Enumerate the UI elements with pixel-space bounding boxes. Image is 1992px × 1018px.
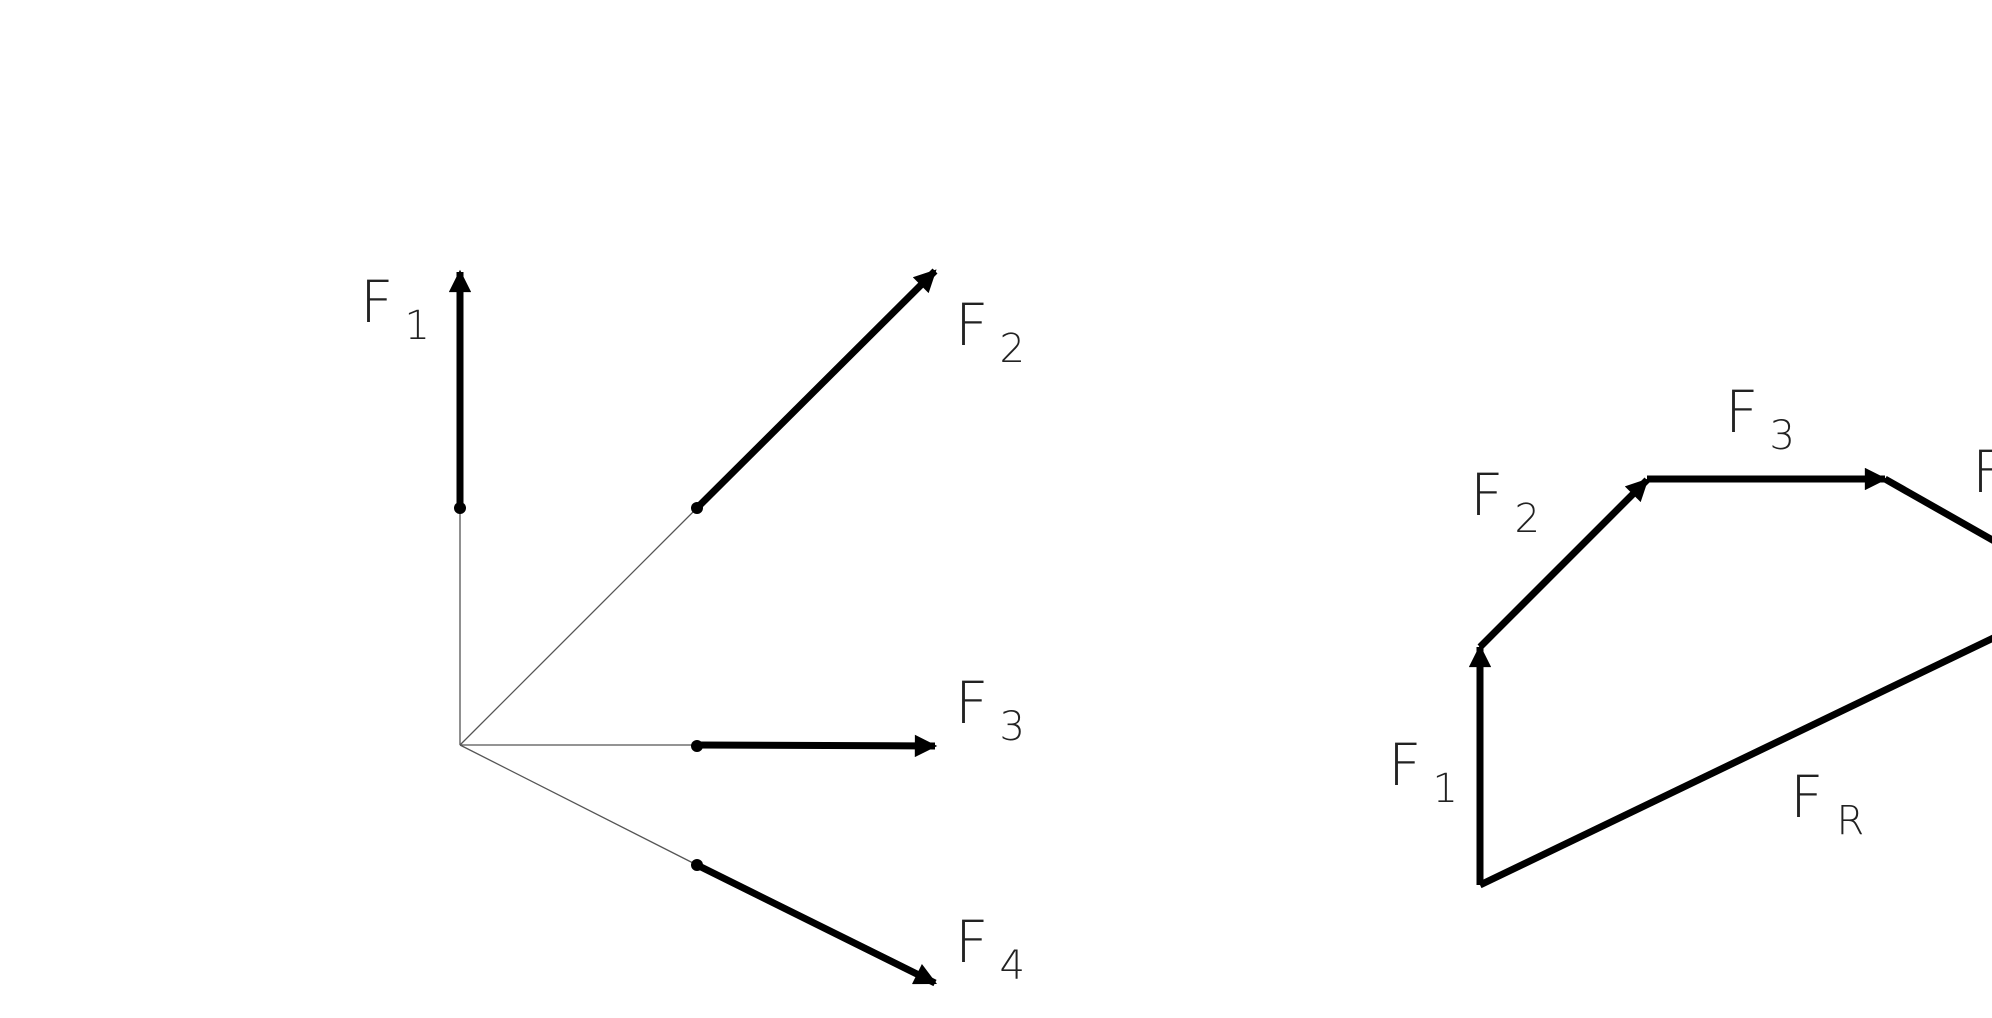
polygon-label-f1-sub: 1 xyxy=(1432,766,1457,812)
construction-lines xyxy=(459,507,698,866)
label-f2-sub: 2 xyxy=(999,326,1024,372)
polygon-label-f3: F 3 xyxy=(1725,378,1795,459)
polygon-label-f2-main: F xyxy=(1470,461,1503,529)
label-f3-main: F xyxy=(955,669,988,737)
construction-line-f4 xyxy=(459,744,698,866)
force-vectors xyxy=(448,268,938,987)
polygon-vector-f2 xyxy=(1477,477,1650,650)
polygon-label-f3-sub: 3 xyxy=(1769,413,1794,459)
polygon-label-f2-sub: 2 xyxy=(1514,496,1539,542)
resultant-vector xyxy=(1478,634,1992,889)
label-resultant-main: F xyxy=(1790,763,1823,831)
label-f2: F 2 xyxy=(955,291,1025,372)
polygon-label-f1: F 1 xyxy=(1388,731,1458,812)
label-resultant-sub: R xyxy=(1836,798,1864,844)
polygon-label-f2: F 2 xyxy=(1470,461,1540,542)
application-point-f4 xyxy=(691,859,703,871)
polygon-label-f1-main: F xyxy=(1388,731,1421,799)
application-point-f2 xyxy=(691,502,703,514)
force-vector-f4 xyxy=(695,861,938,987)
label-f3: F 3 xyxy=(955,669,1025,750)
force-polygon-diagram: F 1 F 2 F 3 F F R xyxy=(1388,378,1992,889)
polygon-label-f4: F xyxy=(1972,438,1992,506)
force-vector-f2 xyxy=(694,268,938,511)
label-f4-sub: 4 xyxy=(999,943,1024,989)
label-resultant: F R xyxy=(1790,763,1864,844)
label-f3-sub: 3 xyxy=(999,704,1024,750)
polygon-vectors xyxy=(1468,467,1992,889)
application-point-f1 xyxy=(454,502,466,514)
polygon-vector-f4 xyxy=(1883,475,1992,544)
polygon-label-f3-main: F xyxy=(1725,378,1758,446)
label-f4: F 4 xyxy=(955,908,1025,989)
label-f1-main: F xyxy=(360,268,393,336)
label-f1: F 1 xyxy=(360,268,430,349)
application-points xyxy=(454,502,703,871)
label-f4-main: F xyxy=(955,908,988,976)
label-f1-sub: 1 xyxy=(404,303,429,349)
polygon-label-f4-main: F xyxy=(1972,438,1992,506)
force-vector-f3 xyxy=(696,734,938,758)
construction-line-f2 xyxy=(459,507,698,746)
application-point-f3 xyxy=(691,740,703,752)
concurrent-forces-diagram: F 1 F 2 F 3 F 4 xyxy=(360,268,1025,989)
label-f2-main: F xyxy=(955,291,988,359)
